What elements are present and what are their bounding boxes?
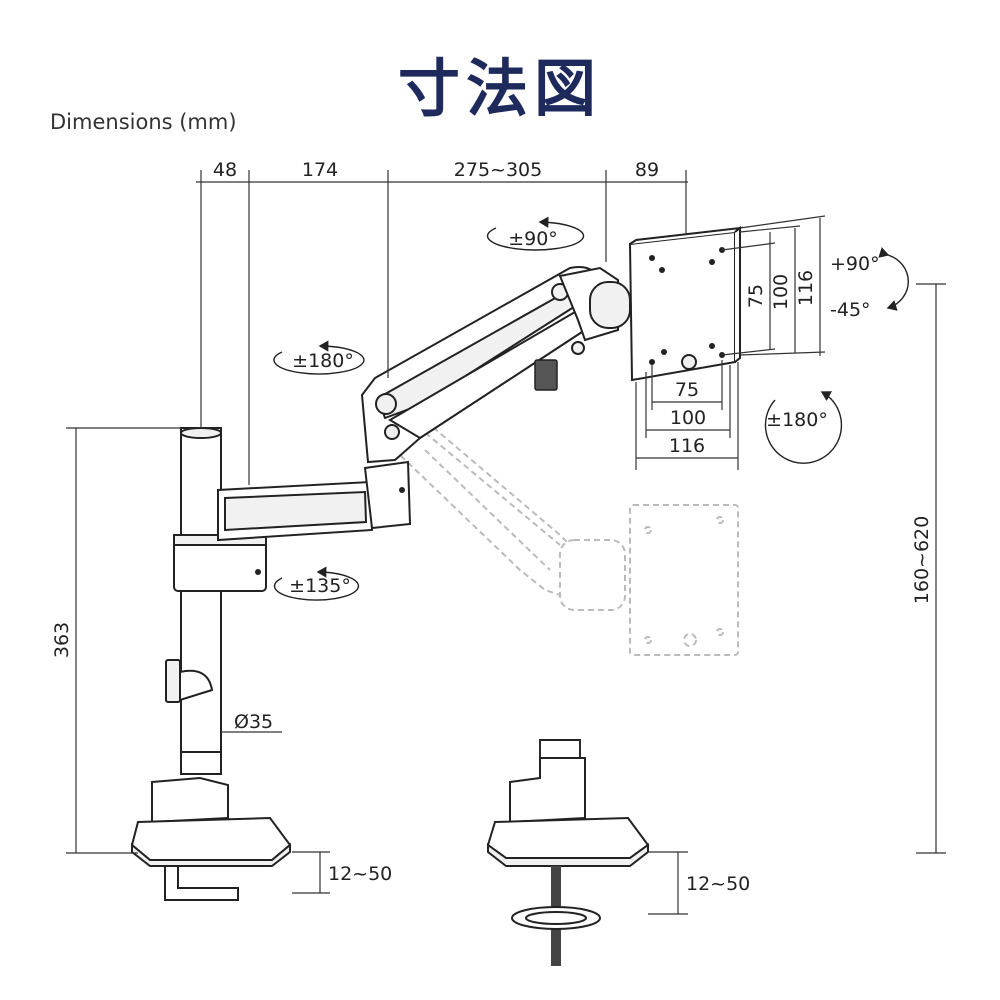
label-pole-offset: 48 — [213, 159, 237, 181]
label-height-range: 160~620 — [911, 516, 933, 604]
label-rot-screen: ±180° — [766, 409, 828, 431]
label-arm-upper: 275~305 — [454, 159, 542, 181]
label-clamp-thickness: 12~50 — [328, 863, 392, 885]
rotation-arrows — [273, 216, 909, 601]
dimension-lines — [66, 170, 946, 915]
pole — [165, 427, 222, 775]
dimensions-unit-label: Dimensions (mm) — [50, 110, 237, 134]
label-tilt-up: +90° — [830, 253, 880, 275]
ghost-arm-position — [393, 392, 739, 656]
upper-arm — [360, 266, 631, 464]
label-rot-arm-joint: ±180° — [292, 350, 354, 372]
label-grommet-thickness: 12~50 — [686, 873, 750, 895]
label-tilt-down: -45° — [830, 299, 871, 321]
label-vesa-v-116: 116 — [795, 270, 817, 306]
label-pole-diameter: Ø35 — [234, 711, 273, 733]
clamp-base — [130, 776, 292, 901]
page-title: 寸法図 — [397, 52, 602, 125]
label-vesa-h-75: 75 — [675, 379, 699, 401]
lower-arm — [173, 460, 412, 592]
label-arm-lower: 174 — [302, 159, 338, 181]
grommet-base — [486, 739, 650, 966]
label-vesa-h-116: 116 — [669, 435, 705, 457]
label-rot-arm-top: ±90° — [508, 228, 558, 250]
label-head: 89 — [635, 159, 659, 181]
label-rot-base: ±135° — [289, 575, 351, 597]
label-vesa-h-100: 100 — [670, 407, 706, 429]
dimension-labels: 48 174 275~305 89 363 Ø35 160~620 12~50 … — [51, 159, 933, 895]
vesa-plate — [628, 225, 744, 382]
label-vesa-v-100: 100 — [770, 274, 792, 310]
label-pole-height: 363 — [51, 622, 73, 658]
label-vesa-v-75: 75 — [745, 284, 767, 308]
